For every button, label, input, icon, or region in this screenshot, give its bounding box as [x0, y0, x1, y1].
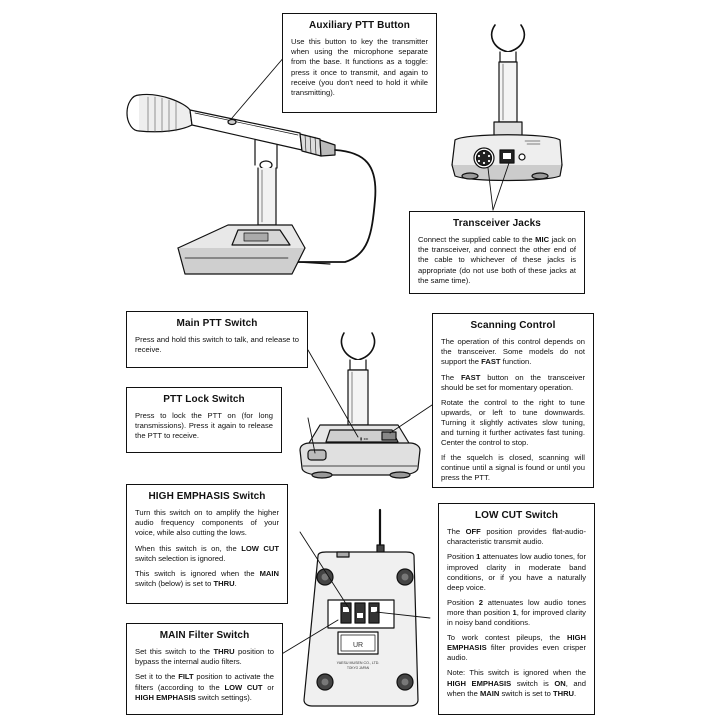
- jacks-title: Transceiver Jacks: [453, 218, 541, 229]
- maker-label: YAESU MUSEN CO., LTD.: [337, 661, 380, 665]
- main-filter-text-1: Set this switch to the THRU position to …: [135, 647, 274, 667]
- stand-front-view: ▮ ◂ ▸: [299, 332, 421, 479]
- transceiver-jacks-callout: Transceiver Jacks Connect the supplied c…: [409, 211, 585, 294]
- made-in-label: TOKYO JAPAN: [347, 666, 370, 670]
- svg-text:▮ ◂ ▸: ▮ ◂ ▸: [360, 436, 368, 441]
- main-filter-title: MAIN Filter Switch: [159, 630, 250, 641]
- main-ptt-callout: Main PTT Switch Press and hold this swit…: [126, 311, 308, 368]
- main-ptt-title: Main PTT Switch: [176, 318, 258, 329]
- low-cut-text-4: To work contest pileups, the HIGH EMPHAS…: [447, 633, 586, 663]
- high-emphasis-callout: HIGH EMPHASIS Switch Turn this switch on…: [126, 484, 288, 604]
- low-cut-text-3: Position 2 attenuates low audio tones mo…: [447, 597, 586, 628]
- jacks-text: Connect the supplied cable to the MIC ja…: [418, 235, 576, 285]
- scanning-text-3: Rotate the control to the right to tune …: [441, 397, 585, 448]
- high-emphasis-title: HIGH EMPHASIS Switch: [148, 491, 266, 502]
- leader-lines: [231, 55, 510, 656]
- main-filter-callout: MAIN Filter Switch Set this switch to th…: [126, 623, 283, 715]
- high-emphasis-text-3: This switch is ignored when the MAIN swi…: [135, 568, 279, 588]
- aux-ptt-callout: Auxiliary PTT Button Use this button to …: [282, 13, 437, 113]
- scanning-title: Scanning Control: [470, 320, 556, 331]
- ptt-lock-callout: PTT Lock Switch Press to lock the PTT on…: [126, 387, 282, 453]
- low-cut-callout: LOW CUT Switch The OFF position provides…: [438, 503, 595, 715]
- aux-ptt-title: Auxiliary PTT Button: [309, 20, 410, 31]
- scanning-text-4: If the squelch is closed, scanning will …: [441, 453, 585, 483]
- low-cut-text-1: The OFF position provides flat-audio-cha…: [447, 527, 586, 547]
- stand-rear-view: [451, 24, 563, 182]
- main-ptt-text: Press and hold this switch to talk, and …: [135, 335, 299, 355]
- microphone-with-stand: [126, 93, 377, 275]
- low-cut-text-5: Note: This switch is ignored when the HI…: [447, 668, 586, 698]
- high-emphasis-text-2: When this switch is on, the LOW CUT swit…: [135, 543, 279, 563]
- ptt-lock-text: Press to lock the PTT on (for long trans…: [135, 411, 273, 441]
- scanning-text-2: The FAST button on the transceiver shoul…: [441, 372, 585, 392]
- base-underside-view: [303, 508, 419, 707]
- ptt-lock-title: PTT Lock Switch: [163, 394, 245, 405]
- aux-ptt-text: Use this button to key the transmitter w…: [291, 37, 428, 97]
- scanning-control-callout: Scanning Control The operation of this c…: [432, 313, 594, 488]
- main-filter-text-2: Set it to the FILT position to activate …: [135, 672, 274, 702]
- scanning-text-1: The operation of this control depends on…: [441, 337, 585, 367]
- low-cut-title: LOW CUT Switch: [474, 510, 559, 521]
- low-cut-text-2: Position 1 attenuates low audio tones, f…: [447, 552, 586, 592]
- sticker-label: UR: [353, 642, 363, 649]
- high-emphasis-text-1: Turn this switch on to amplify the highe…: [135, 508, 279, 538]
